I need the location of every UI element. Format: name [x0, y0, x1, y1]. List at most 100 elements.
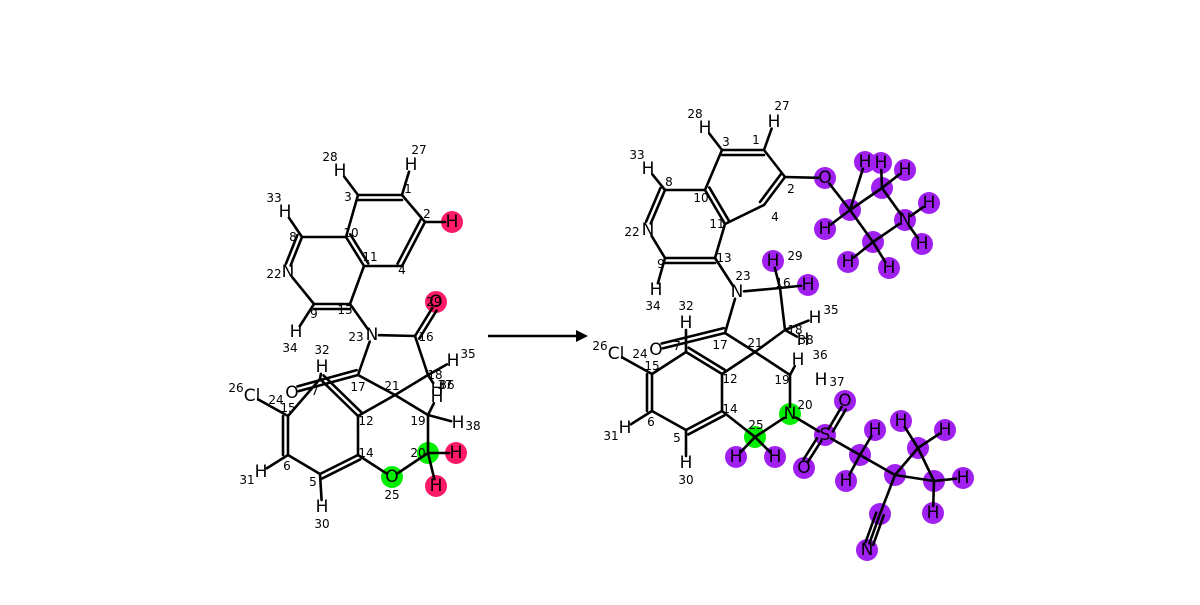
atom-symbol-35: H: [809, 308, 822, 328]
atom-index-18: 18: [787, 323, 802, 337]
bond-Cc-Hc1: [852, 240, 875, 259]
highlight-atom-Hn2: [911, 233, 933, 255]
bond-5-14: [318, 453, 360, 476]
bond-11-10: [703, 188, 727, 226]
highlight-atom-Os2: [793, 457, 815, 479]
atom-index-16: 16: [775, 276, 790, 290]
bond-17-O7: [660, 326, 726, 345]
bond-18-38: [783, 328, 799, 338]
atom-symbol-S: S: [820, 425, 831, 445]
highlight-atom-S: [814, 424, 836, 446]
bond-Cr1-Cr2: [916, 446, 936, 483]
bond-Cr2-Hr2a: [932, 477, 958, 483]
bond-23-17: [356, 340, 371, 377]
bond-Cr2-Hr2b: [931, 479, 936, 508]
atom-index-32: 32: [314, 343, 329, 357]
atom-index-33: 33: [629, 148, 644, 162]
atom-index-31: 31: [603, 429, 618, 443]
atom-index-19: 19: [774, 373, 789, 387]
atom-symbol-20: N: [784, 404, 797, 424]
atom-symbol-29: H: [767, 251, 780, 271]
atom-symbol-30: H: [316, 497, 329, 517]
highlight-atom-H16: [797, 274, 819, 296]
atom-symbol-25: O: [385, 467, 398, 487]
highlight-atom-Hm2: [835, 470, 857, 492]
bond-15-26: [256, 398, 290, 418]
bond-8-22: [644, 186, 662, 223]
bond-10-3: [344, 193, 360, 239]
bond-21-12: [356, 393, 397, 418]
atom-index-4: 4: [771, 210, 779, 224]
atom-index-30: 30: [314, 517, 329, 531]
atom-index-28: 28: [687, 107, 702, 121]
atom-index-19: 19: [410, 414, 425, 428]
atom-symbol-O7: O: [649, 340, 662, 360]
atom-index-11: 11: [709, 217, 724, 231]
bond-S-Os1: [831, 408, 848, 433]
highlight-atom-H20b: [425, 475, 447, 497]
bond-17-O7: [297, 373, 360, 393]
atom-index-3: 3: [722, 135, 730, 149]
atom-symbol-35: H: [447, 351, 460, 371]
atom-symbol-Oe: O: [818, 168, 831, 188]
atom-index-15: 15: [644, 359, 659, 373]
highlight-atom-Hr1b: [934, 419, 956, 441]
bond-11-10: [348, 233, 370, 265]
atom-symbol-36: H: [792, 350, 805, 370]
bond-21-12: [720, 350, 757, 376]
bond-Cb-Hb1: [880, 173, 901, 190]
atom-symbol-Hc2: H: [883, 258, 896, 278]
atom-symbol-H20b: H: [430, 476, 443, 496]
atom-symbol-32: H: [680, 313, 693, 333]
atom-index-17: 17: [712, 338, 727, 352]
bond-18-37: [426, 373, 435, 385]
atom-symbol-Hn2: H: [916, 234, 929, 254]
bond-22-9: [650, 234, 667, 260]
atom-index-36: 36: [812, 348, 827, 362]
atom-symbol-Hr1a: H: [895, 411, 908, 431]
reactant-bonds: [256, 170, 453, 502]
atom-index-32: 32: [678, 299, 693, 313]
bond-8-22: [649, 188, 667, 225]
atom-symbol-Ha2: H: [859, 152, 872, 172]
bond-4-11: [723, 203, 766, 226]
atom-symbol-Hr1b: H: [939, 420, 952, 440]
bond-18-21: [393, 373, 430, 397]
atom-index-14: 14: [722, 402, 737, 416]
bond-18-35: [783, 319, 810, 332]
atom-index-9: 9: [657, 257, 665, 271]
atom-symbol-28: H: [699, 118, 712, 138]
atom-index-26: 26: [592, 339, 607, 353]
bond-Cm-Cq: [858, 453, 897, 477]
atom-index-30: 30: [678, 473, 693, 487]
bond-7-15: [650, 350, 688, 376]
bond-15-26: [620, 356, 654, 376]
atom-symbol-30: H: [680, 453, 693, 473]
bond-2-4: [758, 172, 783, 204]
bond-17-21: [723, 331, 757, 354]
bond-9-34: [656, 256, 667, 285]
atom-index-10: 10: [693, 191, 708, 205]
atom-symbol-36: H: [431, 387, 444, 407]
bond-25-14: [356, 453, 388, 475]
bond-7-15: [286, 377, 322, 418]
bond-3-28: [707, 132, 724, 152]
bond-9-34: [298, 302, 316, 328]
bond-Ca-Ha1: [829, 208, 852, 227]
bond-20-H20b: [426, 451, 436, 481]
atom-symbol-33: H: [642, 159, 655, 179]
atom-symbol-31: H: [255, 462, 268, 482]
bond-20-25: [753, 416, 786, 439]
atom-symbol-Hb2: H: [875, 153, 888, 173]
atom-index-2: 2: [787, 182, 795, 196]
bond-8-33: [651, 173, 667, 192]
atom-index-24: 24: [632, 347, 647, 361]
bond-Nx-Hn1: [909, 205, 925, 218]
bond-16-H16: [778, 284, 803, 290]
bond-2-4: [400, 220, 427, 268]
atom-index-1: 1: [752, 133, 760, 147]
atom-symbol-27: H: [768, 112, 781, 132]
bond-2-4: [762, 175, 787, 207]
